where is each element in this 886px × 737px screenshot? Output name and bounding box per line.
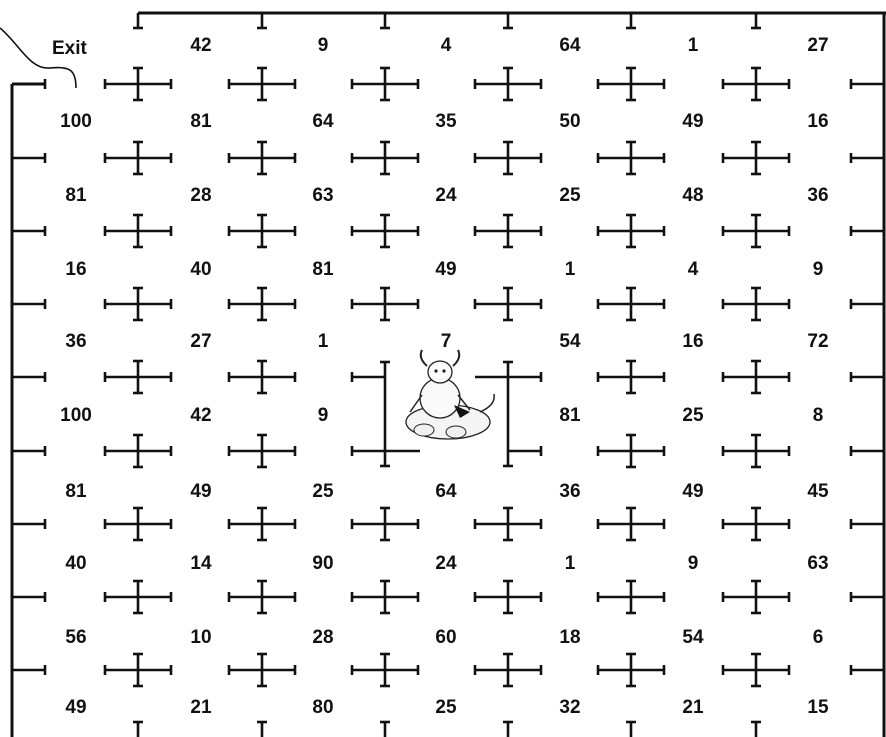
maze-cell-number: 72 (807, 331, 828, 352)
maze-cell-number: 1 (688, 35, 699, 56)
maze-cell-number: 35 (435, 111, 457, 132)
maze-cell-number: 24 (435, 553, 457, 574)
maze-cell-number: 63 (807, 553, 828, 574)
maze-cell-number: 81 (65, 185, 87, 206)
maze-cell-number: 15 (807, 697, 829, 718)
maze-cell-number: 42 (190, 405, 211, 426)
maze-cell-number: 80 (312, 697, 333, 718)
maze-cell-number: 27 (807, 35, 828, 56)
maze-cell-number: 81 (65, 481, 87, 502)
maze-cell-number: 42 (190, 35, 211, 56)
maze-cell-number: 4 (441, 35, 452, 56)
maze-cell-number: 28 (312, 627, 333, 648)
maze-cell-number: 64 (559, 35, 581, 56)
maze-cell-number: 16 (807, 111, 828, 132)
maze-cell-number: 48 (682, 185, 703, 206)
maze-cell-number: 25 (559, 185, 581, 206)
maze-cell-number: 63 (312, 185, 333, 206)
exit-label: Exit (52, 38, 88, 59)
minotaur-icon[interactable] (406, 350, 494, 439)
maze-cell-number: 49 (435, 259, 456, 280)
maze-cell-number: 36 (559, 481, 580, 502)
maze-cell-number: 49 (682, 481, 703, 502)
maze-cell-number: 8 (813, 405, 824, 426)
maze-cell-number: 9 (318, 35, 329, 56)
maze-cell-number: 54 (682, 627, 704, 648)
maze-cell-number: 18 (559, 627, 580, 648)
maze-cell-number: 40 (65, 553, 86, 574)
maze-cell-number: 100 (60, 111, 92, 132)
maze-cell-number: 64 (435, 481, 457, 502)
maze-cell-number: 40 (190, 259, 211, 280)
maze-cell-number: 27 (190, 331, 211, 352)
maze-cell-number: 49 (682, 111, 703, 132)
maze-cell-number: 7 (441, 331, 452, 352)
maze-cell-number: 64 (312, 111, 334, 132)
maze-cell-number: 25 (682, 405, 704, 426)
maze-cell-number: 16 (65, 259, 86, 280)
maze-cell-number: 21 (190, 697, 212, 718)
maze-cell-number: 60 (435, 627, 456, 648)
maze-cell-number: 9 (688, 553, 699, 574)
maze-cell-number: 56 (65, 627, 86, 648)
maze-cell-number: 6 (813, 627, 824, 648)
maze-cell-number: 90 (312, 553, 333, 574)
maze-cell-number: 9 (813, 259, 824, 280)
maze-cell-number: 10 (190, 627, 211, 648)
maze-cell-number: 1 (565, 259, 576, 280)
maze-cell-number: 100 (60, 405, 92, 426)
maze-cell-number: 45 (807, 481, 829, 502)
maze-cell-number: 24 (435, 185, 457, 206)
maze-cell-number: 16 (682, 331, 703, 352)
maze-cell-number: 9 (318, 405, 329, 426)
maze-cell-number: 25 (435, 697, 457, 718)
maze-cell-number: 49 (65, 697, 86, 718)
maze-cell-number: 1 (318, 331, 329, 352)
maze-cell-number: 28 (190, 185, 211, 206)
maze-cell-number: 1 (565, 553, 576, 574)
maze-cell-number: 4 (688, 259, 699, 280)
maze-cell-number: 81 (559, 405, 581, 426)
maze-cell-number: 36 (807, 185, 828, 206)
maze-cell-number: 14 (190, 553, 212, 574)
maze-cell-number: 36 (65, 331, 86, 352)
maze-cell-number: 81 (190, 111, 212, 132)
maze-cell-number: 32 (559, 697, 580, 718)
maze-cell-number: 25 (312, 481, 334, 502)
maze-cell-number: 54 (559, 331, 581, 352)
maze-cell-number: 50 (559, 111, 580, 132)
maze-cell-number: 21 (682, 697, 704, 718)
maze-cell-number: 81 (312, 259, 334, 280)
maze-cell-number: 49 (190, 481, 211, 502)
